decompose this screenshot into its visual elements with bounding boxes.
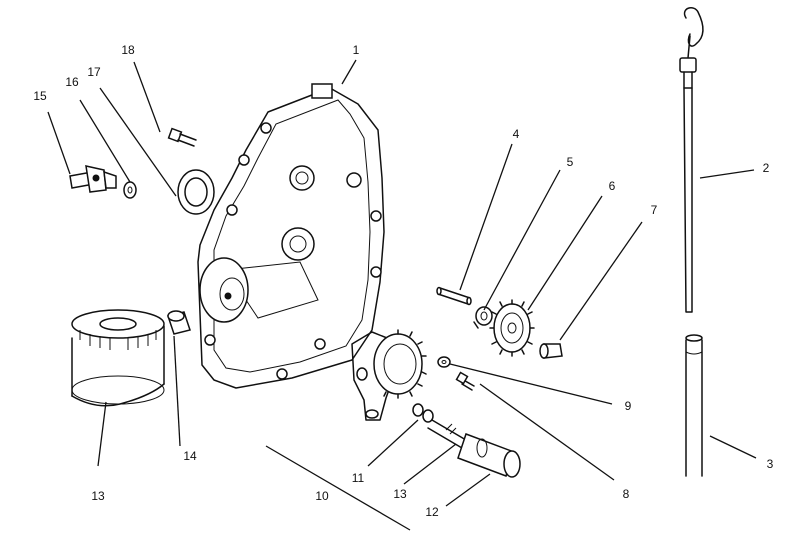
callout-9: 9 — [625, 399, 632, 413]
oil-seal — [177, 169, 215, 215]
pickup-tube — [427, 419, 467, 449]
dipstick-tube — [685, 334, 703, 477]
callout-6: 6 — [609, 179, 616, 193]
callout-12: 12 — [425, 505, 439, 519]
washer — [473, 306, 493, 329]
oil-filter — [71, 309, 165, 407]
callout-labels: 1 2 3 4 5 6 7 8 9 10 11 12 13 13 14 15 1… — [33, 43, 773, 519]
callout-15: 15 — [33, 89, 47, 103]
callout-1: 1 — [353, 43, 360, 57]
callout-17: 17 — [87, 65, 101, 79]
gear-cover — [197, 83, 385, 389]
callout-11: 11 — [352, 471, 365, 485]
callout-13-filter: 13 — [91, 489, 105, 503]
callout-3: 3 — [767, 457, 774, 471]
callout-14: 14 — [183, 449, 197, 463]
dipstick — [679, 7, 704, 313]
callout-5: 5 — [567, 155, 574, 169]
callout-16: 16 — [65, 75, 79, 89]
bolt — [167, 127, 197, 147]
washer-16 — [123, 181, 137, 199]
elbow-fitting — [69, 165, 117, 193]
screw — [455, 371, 475, 391]
leader-lines — [47, 59, 757, 531]
washer-9 — [437, 356, 451, 368]
callout-7: 7 — [651, 203, 658, 217]
callout-10: 10 — [315, 489, 329, 503]
pin — [436, 286, 472, 306]
fitting — [167, 310, 191, 335]
callout-8: 8 — [623, 487, 630, 501]
callout-2: 2 — [763, 161, 770, 175]
o-ring — [412, 403, 434, 423]
callout-4: 4 — [513, 127, 520, 141]
callout-18: 18 — [121, 43, 135, 57]
plug — [539, 343, 563, 359]
oil-pump-assembly — [351, 329, 427, 421]
callout-13-pickup: 13 — [393, 487, 407, 501]
governor-gear — [489, 299, 535, 357]
pickup-screen — [457, 433, 521, 478]
